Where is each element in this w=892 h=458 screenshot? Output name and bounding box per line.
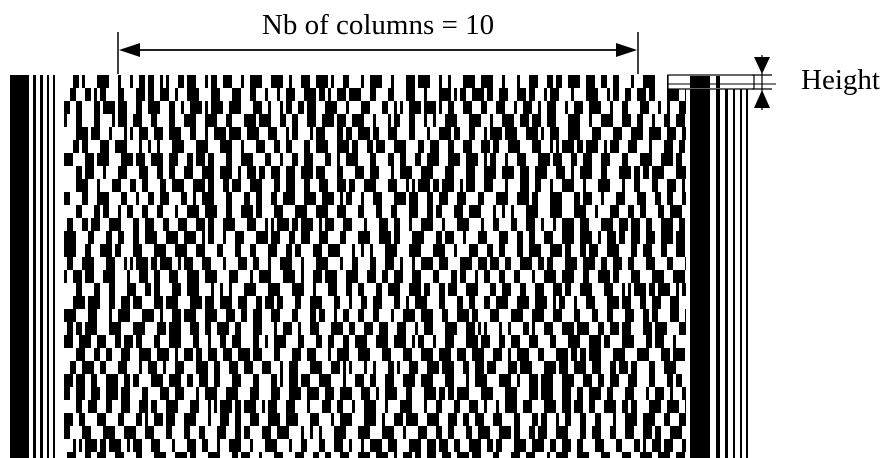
columns-arrow-right — [616, 43, 637, 57]
columns-dimension: Nb of columns = 10 — [117, 9, 639, 74]
columns-label: Nb of columns = 10 — [262, 9, 494, 41]
height-arrow-top — [754, 57, 770, 74]
height-arrow-bottom — [754, 90, 770, 108]
start-pattern — [10, 75, 55, 458]
height-dimension: Height — [667, 55, 880, 110]
height-label: Height — [801, 64, 880, 96]
row-outline — [667, 74, 755, 90]
data-region — [64, 75, 686, 458]
stop-pattern — [690, 75, 748, 458]
pdf417-barcode — [10, 75, 748, 458]
columns-arrow-left — [119, 43, 140, 57]
